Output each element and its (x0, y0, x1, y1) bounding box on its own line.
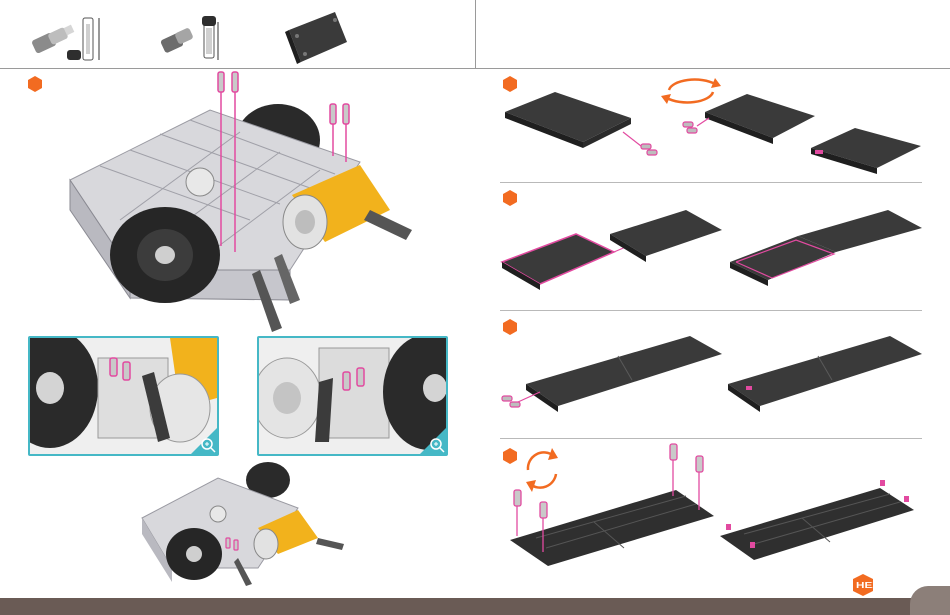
step-divider (500, 310, 922, 311)
part-connector-pin (25, 14, 115, 62)
page-footer (0, 598, 950, 615)
robot-chassis-icon (138, 458, 360, 588)
quantity-badge (67, 50, 81, 60)
robot-result-illustration (138, 458, 360, 588)
zoom-detail-right-illustration (259, 338, 446, 454)
hexbug-logo: HEXBUG (852, 574, 908, 596)
step-badge-main (27, 76, 43, 92)
zoom-detail-right (257, 336, 448, 456)
step-4-illustration (506, 440, 922, 570)
step-divider (500, 182, 922, 183)
part-battery-pack (283, 8, 353, 66)
axle-connector-icon (158, 14, 228, 62)
zoom-in-icon (420, 428, 446, 454)
robot-chassis-illustration (60, 70, 460, 332)
page-number-tab (910, 586, 950, 615)
step-3-illustration (500, 326, 922, 434)
zoom-in-icon (191, 428, 217, 454)
robot-chassis-icon (60, 70, 460, 332)
zoom-detail-left-illustration (30, 338, 217, 454)
battery-pack-icon (283, 8, 353, 66)
quantity-badge (202, 16, 216, 26)
step-2-illustration (500, 200, 922, 304)
rotate-icon (526, 448, 558, 492)
step-divider (500, 438, 922, 439)
rotate-icon (661, 78, 721, 104)
step-1-illustration (503, 70, 923, 178)
zoom-detail-left (28, 336, 219, 456)
header-divider (475, 0, 476, 68)
svg-text:HEXBUG: HEXBUG (856, 581, 906, 590)
part-axle-connector (158, 14, 228, 62)
